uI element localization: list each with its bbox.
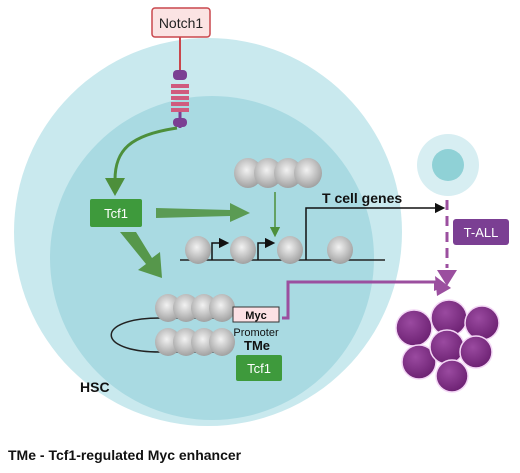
tumor-arrow-tip [435, 276, 451, 296]
nucleosome [185, 236, 211, 264]
myc-box [232, 306, 280, 323]
tcf1-label-bottom: Tcf1 [247, 361, 271, 376]
notch1-label: Notch1 [159, 15, 204, 31]
t-cell-genes-label: T cell genes [322, 190, 402, 206]
tme-label: TMe [244, 338, 270, 353]
nucleosome-row-lower [155, 328, 235, 356]
dashed-arrowhead [437, 270, 457, 286]
t-cell-nucleus [432, 149, 464, 181]
nucleosome [277, 236, 303, 264]
nucleosome-row-upper [155, 294, 235, 322]
myc-locus-loop [110, 317, 161, 353]
caption: TMe - Tcf1-regulated Myc enhancer [8, 447, 242, 463]
tumor-cell-cluster [395, 299, 500, 393]
notch-to-tcf1-arrow [113, 126, 178, 181]
tcf1-label-top: Tcf1 [104, 206, 128, 221]
nucleosome [230, 236, 256, 264]
tcf1-to-myc-arrow [120, 232, 162, 278]
myc-to-tumor-arrow [282, 280, 440, 320]
tss-arrow-1 [211, 237, 230, 260]
t-cell-genes-arrow [305, 202, 446, 260]
t-all-box [453, 219, 509, 245]
tcf1-to-genes-arrow [156, 203, 250, 222]
notch1-box [151, 7, 211, 38]
tss-arrow-2 [257, 237, 276, 260]
nucleosome-cluster-top [234, 158, 322, 188]
tcf1-box-bottom [236, 355, 282, 381]
t-all-label: T-ALL [464, 225, 499, 240]
nucleosome [327, 236, 353, 264]
notch-arrowhead [105, 178, 125, 196]
notch1-receptor [171, 37, 189, 128]
myc-label: Myc [245, 310, 266, 322]
promoter-label: Promoter [233, 327, 279, 339]
tcf1-box-top [90, 199, 142, 227]
hsc-label: HSC [80, 379, 110, 395]
